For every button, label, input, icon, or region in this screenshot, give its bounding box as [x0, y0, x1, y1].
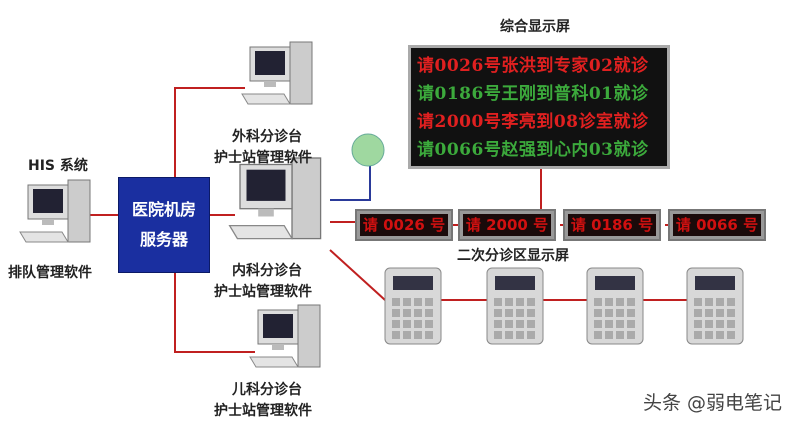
keypad-icon: [686, 267, 744, 345]
station-surgery-software: 护士站管理软件: [214, 150, 312, 166]
secondary-display: 请 2000 号: [458, 209, 556, 241]
main-display-row: 请0066号赵强到心内03就诊: [417, 140, 649, 160]
computer-icon: [19, 179, 91, 243]
secondary-display-text: 请 0066 号: [673, 214, 761, 236]
keypad-icon: [586, 267, 644, 345]
secondary-display: 请 0066 号: [668, 209, 766, 241]
secondary-display-text: 请 2000 号: [463, 214, 551, 236]
computer-icon: [228, 157, 322, 240]
keypad-icon: [384, 267, 442, 345]
server-line2: 服务器: [139, 230, 188, 249]
computer-icon: [249, 304, 321, 368]
main-display-row: 请2000号李亮到08诊室就诊: [417, 112, 649, 132]
secondary-display: 请 0026 号: [355, 209, 453, 241]
computer-icon: [241, 41, 313, 105]
secondary-display: 请 0186 号: [563, 209, 661, 241]
line-surgery: [174, 87, 245, 177]
keypad-icon: [486, 267, 544, 345]
his-software: 排队管理软件: [8, 265, 92, 281]
station-internal-name: 内科分诊台: [232, 263, 302, 279]
server-box: 医院机房 服务器: [118, 177, 210, 273]
station-pediatric-software: 护士站管理软件: [214, 403, 312, 419]
main-display-row: 请0186号王刚到普科01就诊: [417, 84, 649, 104]
station-surgery-name: 外科分诊台: [232, 129, 302, 145]
watermark: 头条 @弱电笔记: [643, 392, 783, 414]
secondary-display-text: 请 0026 号: [360, 214, 448, 236]
main-display-title: 综合显示屏: [500, 19, 570, 35]
server-line1: 医院机房: [131, 200, 196, 219]
secondary-display-title: 二次分诊区显示屏: [457, 248, 569, 264]
station-pediatric-name: 儿科分诊台: [232, 382, 302, 398]
network-node-icon: [351, 133, 385, 167]
station-internal-software: 护士站管理软件: [214, 284, 312, 300]
main-display-row: 请0026号张洪到专家02就诊: [417, 56, 649, 76]
secondary-display-text: 请 0186 号: [568, 214, 656, 236]
main-display: 请0026号张洪到专家02就诊 请0186号王刚到普科01就诊 请2000号李亮…: [408, 45, 670, 169]
his-title: HIS 系统: [28, 158, 88, 174]
line-pediatric: [174, 271, 255, 353]
